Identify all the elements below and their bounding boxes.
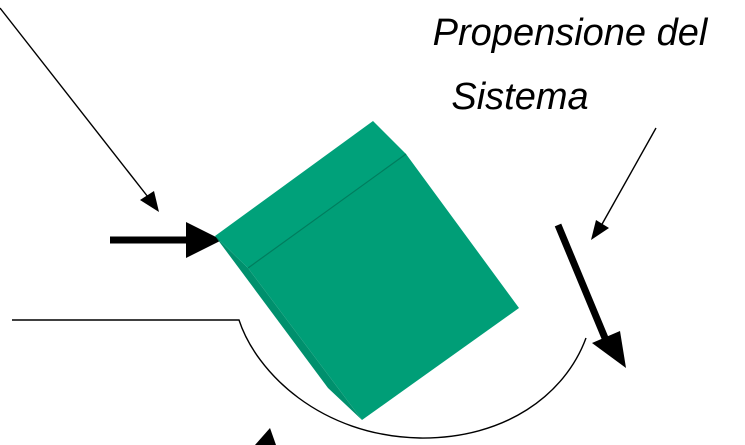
caption-pointer-arrowhead [591, 220, 609, 240]
cube-side-face [215, 236, 362, 420]
propensity-arrow-shaft [554, 223, 609, 340]
propensity-arrow-head [592, 331, 626, 368]
push-arrow-head [186, 222, 222, 258]
caption-pointer-line [600, 127, 657, 227]
bottom-arrowhead-partial [255, 428, 276, 445]
ground-curve [12, 319, 587, 439]
tilted-cube [215, 121, 519, 420]
top-left-pointer-arrowhead [140, 191, 159, 212]
caption-line-1: Propensione del [432, 12, 708, 54]
top-left-pointer-line [0, 7, 149, 198]
cube-top-face [215, 121, 406, 268]
cube-top-edge [247, 153, 407, 269]
cube-front-face [248, 154, 519, 420]
caption-line-2: Sistema [451, 76, 589, 118]
